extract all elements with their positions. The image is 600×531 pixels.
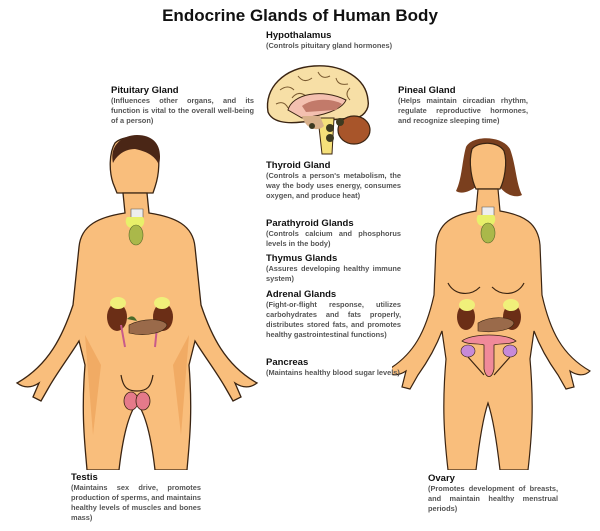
label-thymus-glands: Thymus Glands (Assures developing health… bbox=[266, 253, 401, 284]
gland-description: (Controls pituitary gland hormones) bbox=[266, 41, 393, 50]
brain-illustration bbox=[266, 65, 371, 155]
gland-name: Pineal Gland bbox=[398, 85, 456, 96]
label-thyroid-gland: Thyroid Gland (Controls a person's metab… bbox=[266, 160, 401, 201]
uterus-ovaries bbox=[460, 334, 518, 377]
label-parathyroid-glands: Parathyroid Glands (Controls calcium and… bbox=[266, 218, 401, 249]
label-adrenal-glands: Adrenal Glands (Fight-or-flight response… bbox=[266, 289, 401, 340]
label-pancreas: Pancreas (Maintains healthy blood sugar … bbox=[266, 357, 401, 378]
gland-name: Parathyroid Glands bbox=[266, 218, 354, 229]
gland-name: Adrenal Glands bbox=[266, 289, 337, 300]
female-thyroid-gland bbox=[476, 206, 496, 244]
gland-description: (Helps maintain circadian rhythm, regula… bbox=[398, 96, 528, 125]
label-testis: Testis (Maintains sex drive, promotes pr… bbox=[71, 472, 201, 523]
page-title: Endocrine Glands of Human Body bbox=[162, 6, 438, 25]
label-hypothalamus: Hypothalamus (Controls pituitary gland h… bbox=[266, 30, 436, 51]
label-pituitary-gland: Pituitary Gland (Influences other organs… bbox=[111, 85, 254, 126]
gland-name: Testis bbox=[71, 472, 98, 483]
gland-name: Thyroid Gland bbox=[266, 160, 331, 171]
female-body-illustration bbox=[392, 138, 591, 470]
gland-name: Pituitary Gland bbox=[111, 85, 179, 96]
gland-name: Pancreas bbox=[266, 357, 309, 368]
gland-description: (Promotes development of breasts, and ma… bbox=[428, 484, 558, 513]
gland-description: (Assures developing healthy immune syste… bbox=[266, 264, 401, 283]
gland-description: (Controls a person's metabolism, the way… bbox=[266, 171, 401, 200]
male-thyroid-gland bbox=[125, 208, 145, 246]
gland-name: Ovary bbox=[428, 473, 455, 484]
gland-description: (Maintains sex drive, promotes productio… bbox=[71, 483, 201, 522]
male-body-illustration bbox=[15, 135, 259, 470]
label-pineal-gland: Pineal Gland (Helps maintain circadian r… bbox=[398, 85, 528, 126]
gland-description: (Controls calcium and phosphorus levels … bbox=[266, 229, 401, 248]
gland-description: (Influences other organs, and its functi… bbox=[111, 96, 254, 125]
gland-name: Thymus Glands bbox=[266, 253, 338, 264]
label-ovary: Ovary (Promotes development of breasts, … bbox=[428, 473, 558, 514]
gland-name: Hypothalamus bbox=[266, 30, 332, 41]
gland-description: (Maintains healthy blood sugar levels) bbox=[266, 368, 400, 377]
gland-description: (Fight-or-flight response, utilizes carb… bbox=[266, 300, 401, 339]
